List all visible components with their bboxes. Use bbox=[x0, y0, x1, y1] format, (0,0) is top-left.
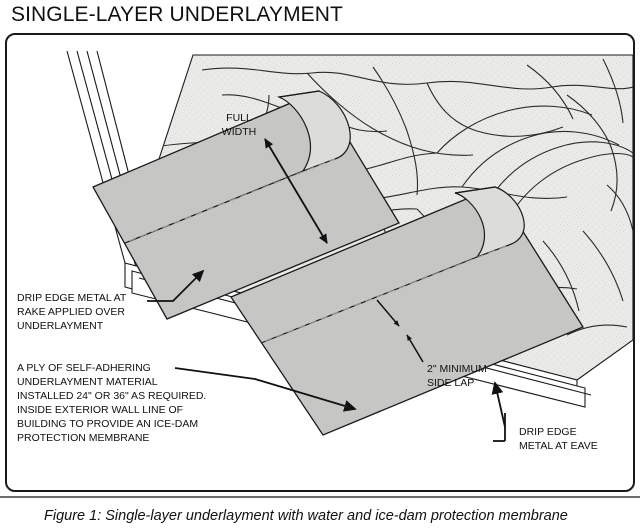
figure-caption: Figure 1: Single-layer underlayment with… bbox=[44, 508, 568, 524]
side-lap-label-line1: 2" MINIMUM bbox=[427, 363, 487, 375]
side-lap-dashed-line bbox=[264, 244, 510, 342]
ply-note-line2: UNDERLAYMENT MATERIAL bbox=[17, 376, 158, 388]
rake-drip-edge-callout: DRIP EDGE METAL AT RAKE APPLIED OVER UND… bbox=[17, 269, 205, 332]
ply-note-line3: INSTALLED 24" OR 36" AS REQUIRED. bbox=[17, 390, 206, 402]
roof-underlayment-diagram: FULL WIDTH 2" MINIMUM SIDE LAP DRIP EDGE… bbox=[17, 50, 633, 452]
rake-callout-line2: RAKE APPLIED OVER bbox=[17, 306, 125, 318]
diagram-frame: FULL WIDTH 2" MINIMUM SIDE LAP DRIP EDGE… bbox=[5, 33, 635, 492]
ply-note-line4: INSIDE EXTERIOR WALL LINE OF bbox=[17, 404, 183, 416]
page-title: SINGLE-LAYER UNDERLAYMENT bbox=[11, 3, 343, 26]
rake-callout-line3: UNDERLAYMENT bbox=[17, 320, 104, 332]
caption-divider bbox=[0, 496, 640, 498]
full-width-dimension: FULL WIDTH bbox=[222, 112, 328, 244]
eave-callout-line2: METAL AT EAVE bbox=[519, 440, 598, 452]
eave-callout-line1: DRIP EDGE bbox=[519, 426, 577, 438]
side-lap-label-line2: SIDE LAP bbox=[427, 377, 474, 389]
full-width-label-line2: WIDTH bbox=[222, 126, 256, 138]
ply-note-line6: PROTECTION MEMBRANE bbox=[17, 432, 149, 444]
ply-note-line5: BUILDING TO PROVIDE AN ICE-DAM bbox=[17, 418, 198, 430]
ply-note-line1: A PLY OF SELF-ADHERING bbox=[17, 362, 151, 374]
membrane-lower-sheet bbox=[230, 186, 584, 436]
full-width-label-line1: FULL bbox=[226, 112, 252, 124]
ply-note-callout: A PLY OF SELF-ADHERING UNDERLAYMENT MATE… bbox=[17, 362, 357, 444]
side-lap-callout: 2" MINIMUM SIDE LAP bbox=[376, 299, 487, 389]
rake-callout-line1: DRIP EDGE METAL AT bbox=[17, 292, 127, 304]
eave-drip-edge-callout: DRIP EDGE METAL AT EAVE bbox=[491, 381, 598, 452]
